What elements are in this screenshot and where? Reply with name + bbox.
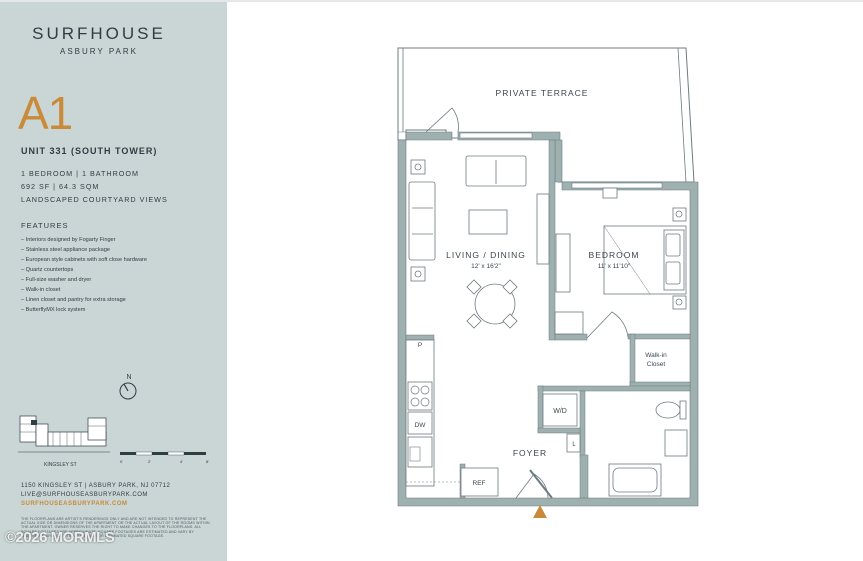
- bedroom-label: BEDROOM: [589, 250, 640, 260]
- top-rule: [0, 0, 863, 2]
- kitchen-cabinets: [405, 339, 499, 497]
- unit-location-marker: [31, 420, 37, 425]
- contact-block: 1150 KINGSLEY ST | ASBURY PARK, NJ 07712…: [21, 482, 170, 509]
- email-link[interactable]: LIVE@SURFHOUSEASBURYPARK.COM: [21, 492, 148, 498]
- unit-code: A1: [18, 87, 73, 139]
- foyer-label: FOYER: [513, 448, 547, 458]
- terrace-label: PRIVATE TERRACE: [496, 88, 589, 98]
- compass-label: N: [126, 374, 131, 381]
- room-labels: PRIVATE TERRACE LIVING / DINING 12' x 16…: [415, 88, 668, 487]
- sink: [409, 446, 421, 462]
- entry-door: [529, 469, 553, 499]
- entry-arrow-icon: [533, 505, 547, 518]
- spec-line: 692 SF | 64.3 SQM: [21, 182, 100, 191]
- brand-name: SURFHOUSE: [32, 24, 166, 43]
- bedroom-dimensions: 11' x 11'10": [598, 263, 631, 270]
- walkin-label: Walk-in: [645, 352, 667, 359]
- features-heading: FEATURES: [21, 221, 69, 230]
- refrigerator-label: REF: [473, 480, 486, 487]
- scale-tick: 0': [120, 459, 123, 464]
- living-furniture: [408, 155, 550, 329]
- compass-icon: N: [119, 374, 137, 400]
- washer-dryer-label: W/D: [553, 408, 567, 415]
- pantry-label: P: [418, 342, 422, 349]
- exterior-walls: [397, 131, 699, 507]
- unit-specs: 1 BEDROOM | 1 BATHROOM 692 SF | 64.3 SQM…: [21, 167, 168, 206]
- feature-item: Interiors designed by Fogarty Finger: [21, 235, 147, 245]
- dishwasher-label: DW: [415, 422, 427, 429]
- scale-tick: 8': [206, 459, 209, 464]
- feature-item: Quartz countertops: [21, 265, 147, 275]
- feature-item: European style cabinets with soft close …: [21, 255, 147, 265]
- bathroom-fixtures: [542, 393, 688, 497]
- spec-line: 1 BEDROOM | 1 BATHROOM: [21, 169, 139, 178]
- linen-label: L: [572, 442, 576, 448]
- feature-item: Full-size washer and dryer: [21, 275, 147, 285]
- site-plan-map: KINGSLEY ST 0' 2' 4' 8': [18, 415, 209, 468]
- street-label: KINGSLEY ST: [44, 462, 77, 468]
- brand-location: ASBURY PARK: [59, 47, 139, 56]
- scale-tick: 2': [148, 459, 151, 464]
- spec-line: LANDSCAPED COURTYARD VIEWS: [21, 195, 168, 204]
- unit-title: UNIT 331 (SOUTH TOWER): [21, 146, 158, 156]
- feature-item: Linen closet and pantry for extra storag…: [21, 295, 147, 305]
- scale-bar: 0' 2' 4' 8': [120, 451, 209, 464]
- terrace-outline: [397, 47, 695, 183]
- address-line: 1150 KINGSLEY ST | ASBURY PARK, NJ 07712: [21, 483, 171, 489]
- website-link[interactable]: SURFHOUSEASBURYPARK.COM: [21, 501, 128, 507]
- watermark: ©2026 MORMLS: [5, 529, 115, 546]
- scale-tick: 4': [180, 459, 183, 464]
- info-sidebar: SURFHOUSE ASBURY PARK A1 UNIT 331 (SOUTH…: [0, 2, 227, 561]
- living-dimensions: 12' x 16'2": [471, 263, 501, 270]
- disclaimer-text: THE FLOORPLANS ARE ARTIST'S RENDERINGS O…: [21, 517, 210, 538]
- feature-item: Stainless steel appliance package: [21, 245, 147, 255]
- feature-item: ButterflyMX lock system: [21, 305, 147, 315]
- feature-item: Walk-in closet: [21, 285, 147, 295]
- cooktop-burners: [410, 385, 430, 407]
- walkin-label: Closet: [647, 361, 666, 368]
- features-list: Interiors designed by Fogarty Finger Sta…: [21, 235, 147, 315]
- living-label: LIVING / DINING: [446, 250, 526, 260]
- bedroom-furniture: [554, 187, 687, 335]
